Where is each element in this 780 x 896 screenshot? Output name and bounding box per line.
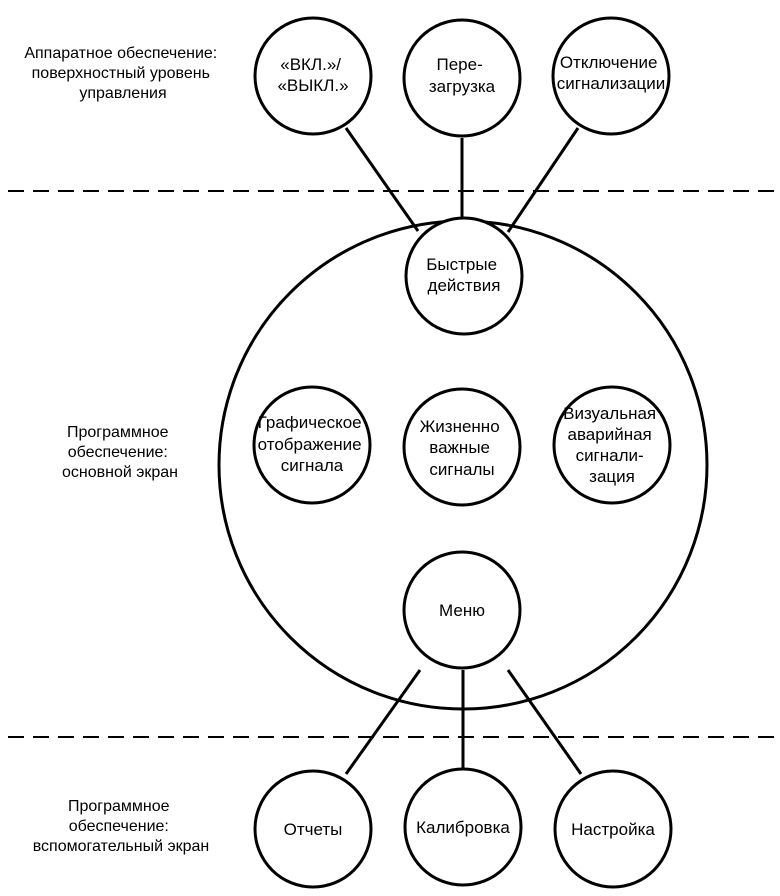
- node-menu: Меню: [402, 550, 522, 670]
- node-reboot: Пере- загрузка: [402, 18, 522, 138]
- node-menu-label: Меню: [439, 601, 485, 620]
- connector-menu-reports: [344, 669, 422, 775]
- node-reboot-label: Пере- загрузка: [429, 55, 496, 96]
- node-calibration-label: Калибровка: [416, 818, 510, 837]
- node-alarm-off-label: Отключение сигнализации: [557, 53, 665, 93]
- node-power-label: «ВКЛ.»/ «ВЫКЛ.»: [277, 55, 348, 95]
- node-settings-label: Настройка: [571, 820, 655, 839]
- connector-power-quick-actions: [344, 127, 420, 232]
- connector-menu-settings: [506, 669, 583, 775]
- node-alarm-off: Отключение сигнализации: [551, 16, 671, 136]
- connector-alarm-off-quick-actions: [506, 127, 580, 233]
- node-graphic-signal: Графическое отображение сигнала: [252, 385, 372, 505]
- node-power: «ВКЛ.»/ «ВЫКЛ.»: [253, 16, 373, 136]
- zone-label-main-screen: Программное обеспечение: основной экран: [62, 424, 178, 481]
- node-visual-alarm-label: Визуальная аварийная сигнали- зация: [563, 404, 661, 486]
- node-reports: Отчеты: [253, 769, 373, 889]
- zone-label-hardware: Аппаратное обеспечение: поверхностный ур…: [24, 45, 221, 102]
- node-settings: Настройка: [553, 769, 673, 889]
- node-graphic-signal-label: Графическое отображение сигнала: [258, 413, 367, 475]
- node-reports-label: Отчеты: [284, 820, 343, 839]
- node-vital-signals-label: Жизненно важные сигналы: [420, 417, 505, 479]
- zone-label-aux-screen: Программное обеспечение: вспомогательный…: [33, 798, 210, 855]
- node-quick-actions: Быстрые действия: [404, 216, 524, 336]
- node-visual-alarm: Визуальная аварийная сигнали- зация: [552, 385, 672, 505]
- node-vital-signals: Жизненно важные сигналы: [402, 387, 522, 507]
- node-quick-actions-label: Быстрые действия: [426, 255, 502, 295]
- node-calibration: Калибровка: [403, 767, 523, 887]
